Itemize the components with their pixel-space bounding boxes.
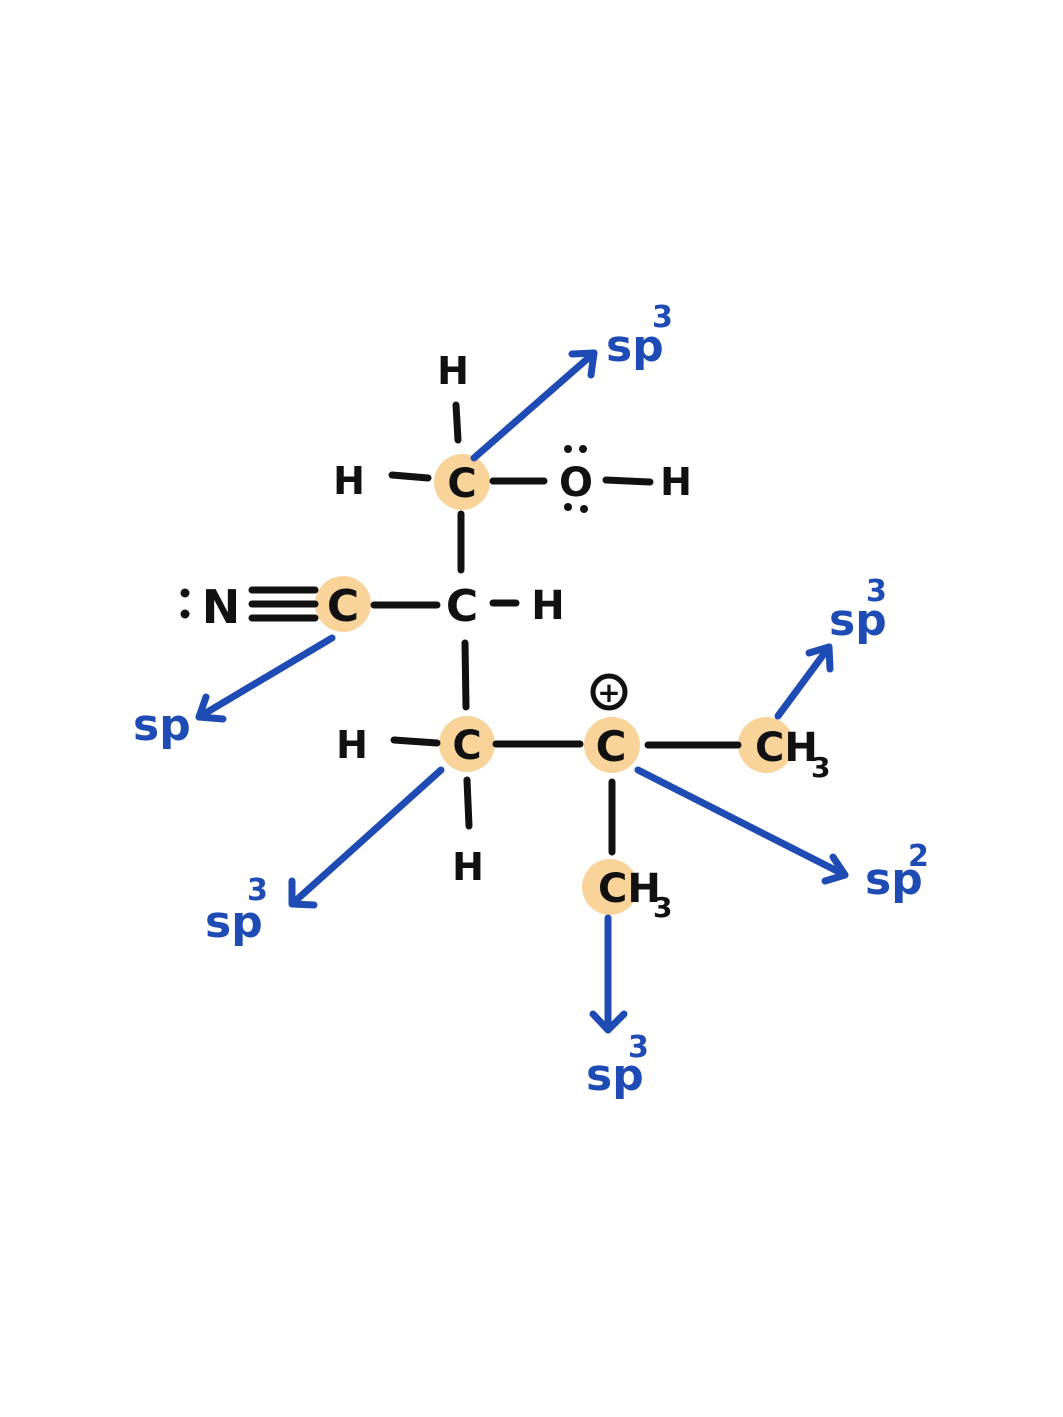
- atom-ch3-down: CH: [598, 866, 661, 912]
- o-lone-pairs: [564, 445, 588, 513]
- bond-c-mid-c-ch2: [461, 639, 470, 711]
- arrow-head: [589, 1010, 628, 1034]
- atom-h-left-bottom: H: [336, 723, 368, 767]
- label-cation: sp 2: [865, 839, 929, 905]
- arrow-cation: [634, 766, 849, 885]
- arrow-ch2: [288, 766, 445, 909]
- arrow-shaft: [470, 349, 598, 462]
- arrow-head: [821, 853, 849, 885]
- atoms: H H C O H N C C H H C H + C CH 3: [180, 349, 830, 924]
- charge-symbol: +: [597, 676, 620, 709]
- atom-c-nitrile: C: [327, 581, 359, 632]
- arrow-head: [568, 349, 598, 379]
- atom-c-ch2: C: [452, 723, 481, 769]
- label-ch3-right: sp 3: [829, 574, 887, 646]
- label-base: sp: [865, 854, 923, 905]
- arrow-shaft: [634, 766, 849, 879]
- carbon-highlights: [315, 454, 794, 915]
- atom-c-mid: C: [446, 581, 478, 632]
- arrow-shaft: [195, 634, 336, 721]
- atom-ch3-down-subscript: 3: [653, 891, 672, 924]
- atom-h-left-top: H: [333, 459, 365, 503]
- atom-h-mid: H: [531, 583, 564, 629]
- atom-h-o: H: [660, 460, 692, 504]
- lone-pair-dot: [564, 503, 572, 511]
- charge-circle: [590, 673, 628, 711]
- label-superscript: 2: [908, 839, 929, 874]
- highlight-ch3-right: [738, 717, 794, 773]
- arrow-shaft: [774, 643, 833, 720]
- arrow-ch3-right: [774, 643, 834, 720]
- atom-ch3-right-subscript: 3: [811, 751, 830, 784]
- highlight-ch3-down: [582, 859, 638, 915]
- label-base: sp: [829, 595, 887, 646]
- label-base: sp: [586, 1050, 644, 1101]
- atom-h-top: H: [437, 349, 469, 393]
- arrow-ch3-down: [589, 914, 628, 1034]
- label-superscript: 3: [866, 574, 887, 609]
- label-superscript: 3: [628, 1030, 649, 1065]
- label-base: sp: [133, 700, 191, 751]
- n-lone-pair: [180, 588, 190, 619]
- bonds: [248, 401, 742, 856]
- lone-pair-dot: [180, 588, 190, 598]
- arrow-top: [470, 349, 598, 462]
- group-ch3-down: CH 3: [598, 866, 672, 924]
- label-top: sp 3: [606, 300, 673, 372]
- bond-c-ch2-h-below: [463, 776, 473, 830]
- arrow-head: [805, 643, 834, 673]
- bond-o-h: [602, 476, 654, 486]
- arrow-head: [288, 877, 318, 909]
- lone-pair-dot: [564, 445, 572, 453]
- group-ch3-right: CH 3: [755, 725, 830, 784]
- atom-n: N: [202, 580, 241, 634]
- bond-h-top: [452, 401, 462, 444]
- label-ch2: sp 3: [205, 873, 268, 948]
- hybridization-labels: sp 3 sp sp 3 sp 2 sp 3 sp 3: [133, 300, 929, 1101]
- label-superscript: 3: [247, 873, 268, 908]
- lone-pair-dot: [180, 609, 190, 619]
- arrow-nitrile: [195, 634, 336, 723]
- label-ch3-down: sp 3: [586, 1030, 649, 1101]
- highlight-c-nitrile: [315, 576, 371, 632]
- label-nitrile: sp: [133, 700, 191, 751]
- arrow-head: [195, 693, 227, 723]
- arrows: [195, 349, 849, 1034]
- atom-c-cation: C: [596, 722, 627, 771]
- atom-h-below: H: [452, 845, 484, 889]
- arrow-shaft: [288, 766, 445, 908]
- label-superscript: 3: [652, 300, 673, 335]
- positive-charge: +: [590, 673, 628, 711]
- highlight-c-ch2: [439, 716, 495, 772]
- highlight-c-top: [434, 454, 490, 510]
- atom-o: O: [559, 460, 593, 506]
- lone-pair-dot: [580, 505, 588, 513]
- label-base: sp: [205, 897, 263, 948]
- atom-c-top: C: [447, 461, 476, 507]
- atom-ch3-right: CH: [755, 725, 818, 771]
- lone-pair-dot: [579, 445, 587, 453]
- bond-h-left-top: [388, 471, 432, 482]
- highlight-c-cation: [584, 717, 640, 773]
- label-base: sp: [606, 321, 664, 372]
- bond-h-left-bottom: [390, 736, 441, 747]
